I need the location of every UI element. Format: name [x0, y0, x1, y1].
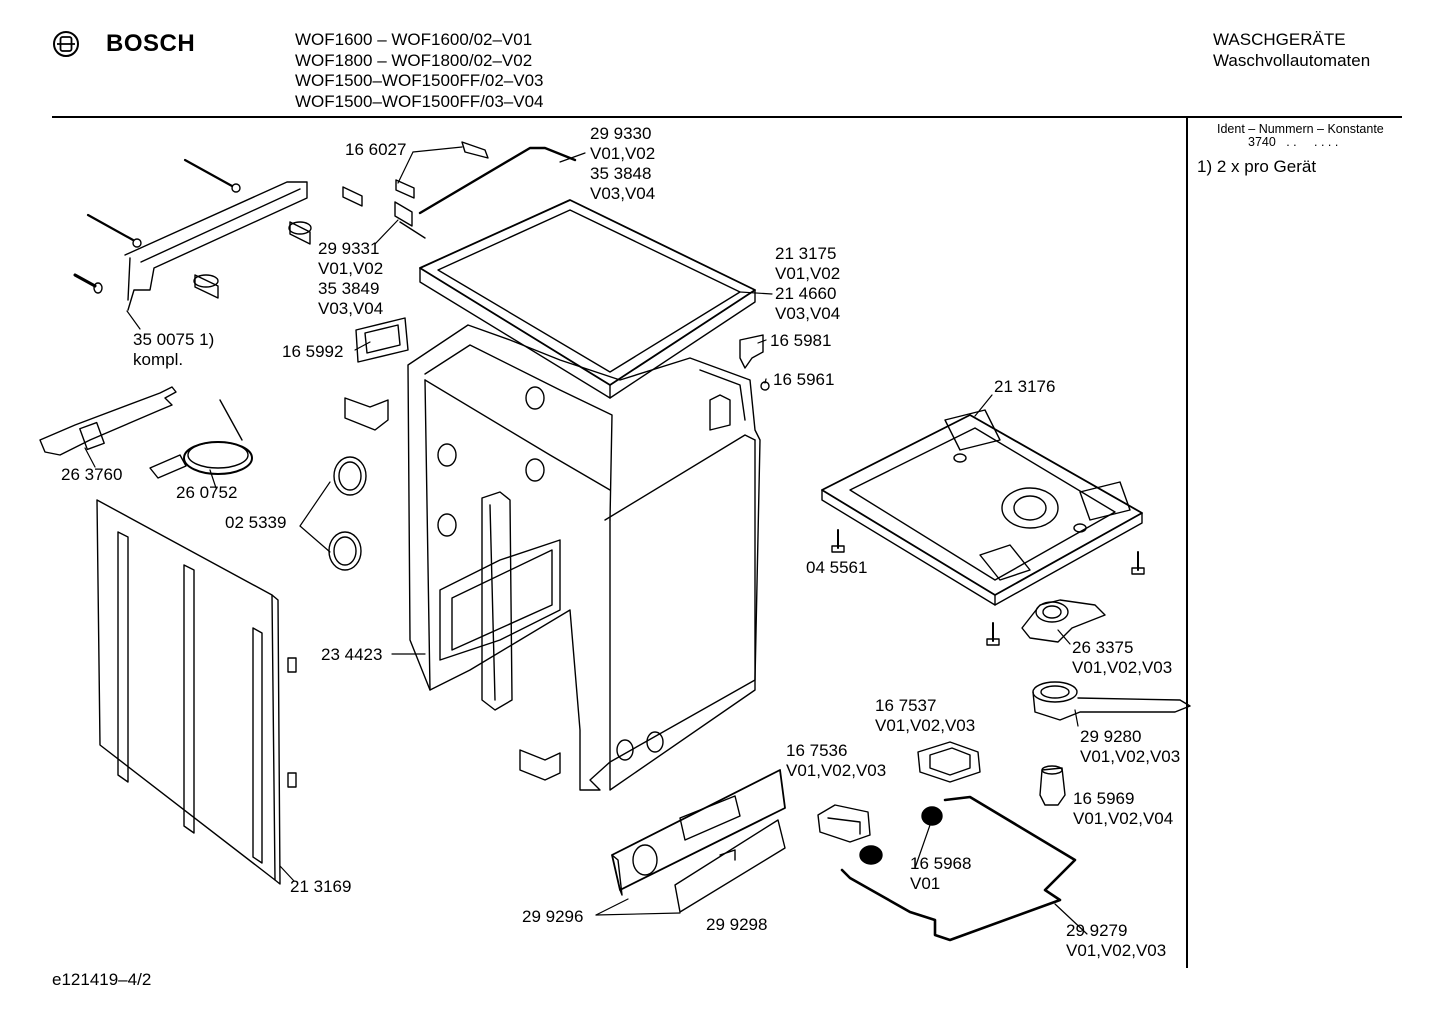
part-label: 02 5339	[225, 513, 287, 532]
part-label: 29 9296	[522, 907, 584, 926]
part-label: 16 6027	[345, 140, 407, 159]
ident-title: Ident – Nummern – Konstante	[1217, 122, 1384, 136]
lever-arm	[1032, 681, 1191, 721]
model-line: WOF1500–WOF1500FF/02–V03	[295, 71, 544, 90]
document-id: e121419–4/2	[52, 970, 152, 989]
sidebar-rule	[1186, 118, 1188, 968]
pump-valve	[1039, 765, 1066, 806]
part-label: 23 4423	[321, 645, 383, 664]
part-label: 21 3176	[994, 377, 1056, 396]
part-label: 21 3169	[290, 877, 352, 896]
control-panel	[611, 769, 786, 913]
small-parts-top	[355, 317, 770, 391]
damper-bracket	[1021, 599, 1106, 643]
knobs	[859, 806, 943, 865]
part-label: 16 5992	[282, 342, 344, 361]
side-panel-left	[96, 499, 297, 885]
model-line: WOF1800 – WOF1800/02–V02	[295, 50, 533, 70]
sidebar-note: 1) 2 x pro Gerät	[1197, 157, 1317, 176]
part-label: 16 5961	[773, 370, 835, 389]
wrench	[39, 386, 177, 456]
category-subtitle: Waschvollautomaten	[1213, 50, 1371, 70]
category-block: WASCHGERÄTE Waschvollautomaten	[1213, 30, 1370, 71]
door-seals	[328, 456, 367, 571]
wire-hoop	[840, 795, 1077, 942]
worktop	[419, 199, 756, 399]
part-label: 26 0752	[176, 483, 238, 502]
header-rule	[52, 116, 1402, 118]
screws	[831, 529, 1145, 646]
part-label: 26 3760	[61, 465, 123, 484]
part-label: 29 9298	[706, 915, 768, 934]
door-hinge-strip	[481, 491, 513, 711]
part-label: 35 0075 1)kompl.	[133, 330, 215, 369]
control-module-b	[817, 804, 871, 843]
model-list: WOF1600 – WOF1600/02–V01 WOF1800 – WOF18…	[295, 30, 544, 112]
base-frame	[821, 409, 1143, 606]
mounting-brackets	[344, 397, 561, 781]
worktop-rods	[342, 141, 577, 239]
transport-bracket	[73, 158, 312, 311]
model-line: WOF1600 – WOF1600/02–V01	[295, 30, 533, 49]
brand-name: BOSCH	[106, 30, 196, 57]
cabinet-frame	[407, 324, 761, 791]
control-module-a	[917, 741, 981, 783]
category-title: WASCHGERÄTE	[1213, 30, 1346, 49]
part-label: 16 5981	[770, 331, 832, 350]
model-line: WOF1500–WOF1500FF/03–V04	[295, 91, 544, 111]
ident-value: 3740 . . . . . .	[1248, 135, 1339, 149]
part-label: 04 5561	[806, 558, 868, 577]
power-cable	[149, 399, 253, 479]
bosch-armature-icon	[53, 31, 79, 57]
